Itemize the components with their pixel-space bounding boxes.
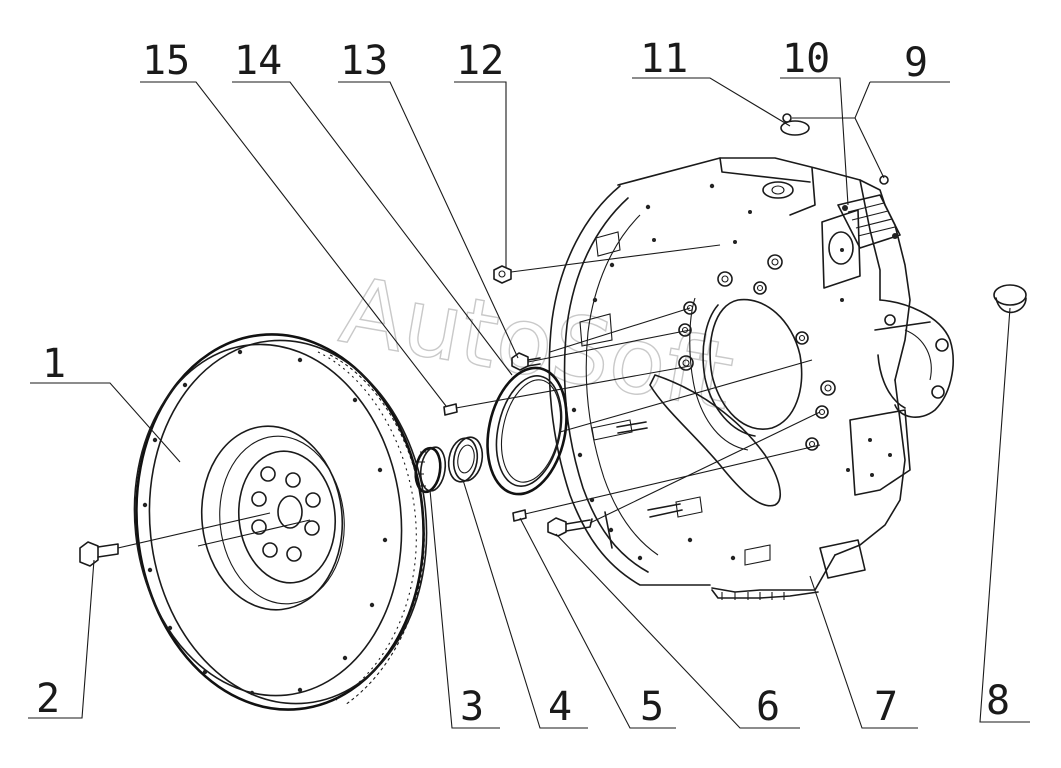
callout-8: 8 xyxy=(986,678,1010,724)
bearing-part-4 xyxy=(447,436,484,483)
callout-13: 13 xyxy=(340,38,388,84)
callout-1: 1 xyxy=(42,341,66,387)
leader-lines xyxy=(28,77,1030,729)
pin-part-15 xyxy=(443,403,458,416)
assembly-axis-lines xyxy=(117,244,821,549)
callout-4: 4 xyxy=(548,684,572,730)
plug-part-11 xyxy=(780,120,810,136)
flange-holes xyxy=(571,183,850,561)
callout-14: 14 xyxy=(234,38,282,84)
callout-labels: 1 2 3 4 5 6 7 8 9 10 11 12 13 14 15 xyxy=(36,36,1010,730)
callout-7: 7 xyxy=(874,684,898,730)
watermark-text: AutoSoft xyxy=(333,257,741,431)
flywheel-housing xyxy=(548,157,954,600)
callout-11: 11 xyxy=(640,36,688,82)
pin-part-5 xyxy=(512,509,527,522)
callout-6: 6 xyxy=(756,684,780,730)
flywheel-bolt-part-2 xyxy=(79,541,119,567)
flywheel xyxy=(133,333,428,711)
oil-seal-part-14 xyxy=(486,366,568,496)
bolts-part-9 xyxy=(782,113,889,185)
bolt-part-12 xyxy=(493,265,512,284)
bolt-part-13 xyxy=(511,352,541,371)
bolt-part-6 xyxy=(547,517,593,537)
callout-15: 15 xyxy=(142,38,190,84)
callout-5: 5 xyxy=(640,684,664,730)
callout-12: 12 xyxy=(456,38,504,84)
inspection-cover xyxy=(821,194,901,289)
rubber-plug-part-8 xyxy=(993,284,1027,314)
flywheel-bolt-holes xyxy=(251,466,321,562)
callout-2: 2 xyxy=(36,676,60,722)
callout-10: 10 xyxy=(782,36,830,82)
callout-3: 3 xyxy=(460,684,484,730)
flywheel-rim-holes xyxy=(142,349,388,696)
callout-9: 9 xyxy=(904,40,928,86)
